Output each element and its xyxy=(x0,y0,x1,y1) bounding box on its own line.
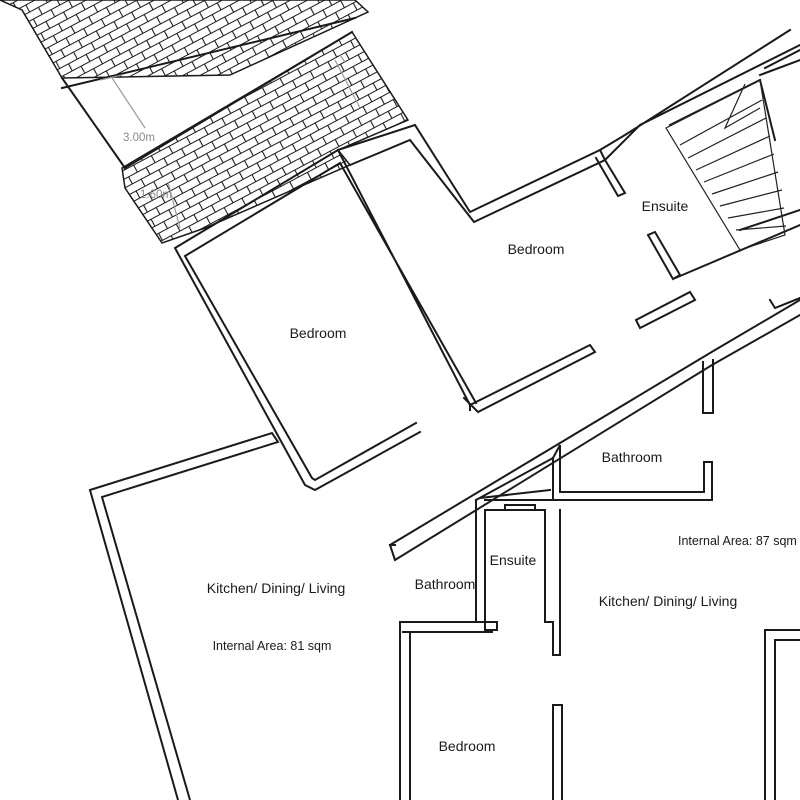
right-edge-room xyxy=(764,629,800,800)
bedroom-right-wall xyxy=(462,343,597,414)
lower-right-unit-walls xyxy=(399,444,800,800)
bathroom-top-wall xyxy=(551,444,713,501)
upper-outer-wall xyxy=(60,16,357,170)
room-label-ensuite-lower: Ensuite xyxy=(490,552,537,568)
party-wall-line xyxy=(388,298,800,562)
party-wall-pier xyxy=(702,359,714,414)
lower-left-unit-walls xyxy=(88,431,280,800)
dim-line-depth xyxy=(334,54,361,109)
bedroom-left-wall xyxy=(173,148,478,492)
room-labels: Bedroom Bedroom Ensuite Bathroom Bathroo… xyxy=(207,198,738,754)
ensuite-wall xyxy=(594,148,800,330)
room-label-kitchen-left: Kitchen/ Dining/ Living xyxy=(207,580,346,596)
staircase xyxy=(665,79,787,251)
room-label-bathroom-left: Bathroom xyxy=(415,576,476,592)
right-outer-wall xyxy=(668,48,800,310)
corridor-wall xyxy=(336,28,800,224)
dimension-width-label: 3.00m xyxy=(123,132,155,144)
area-label-right: Internal Area: 87 sqm xyxy=(678,534,797,548)
terrace-paving xyxy=(0,0,410,244)
area-labels: Internal Area: 81 sqm Internal Area: 87 … xyxy=(213,534,797,653)
dimension-markers: 3.00m 1.60m xyxy=(99,54,361,229)
bedroom-bottom-wall xyxy=(409,631,563,800)
area-label-left: Internal Area: 81 sqm xyxy=(213,639,332,653)
stair-outline xyxy=(665,79,786,251)
room-label-ensuite-upper: Ensuite xyxy=(642,198,689,214)
kitchen-left-outer xyxy=(88,431,280,800)
ensuite-walls xyxy=(399,499,561,800)
paving-top-strip xyxy=(0,0,370,79)
room-label-kitchen-right: Kitchen/ Dining/ Living xyxy=(599,593,738,609)
dimension-depth-label: 1.60m xyxy=(140,189,172,201)
dim-line-width xyxy=(99,74,146,129)
room-label-bedroom-right: Bedroom xyxy=(508,241,565,257)
upper-unit-walls xyxy=(60,16,800,492)
room-label-bedroom-bottom: Bedroom xyxy=(439,738,496,754)
room-label-bathroom-top: Bathroom xyxy=(602,449,663,465)
stair-niche xyxy=(474,456,555,511)
party-wall xyxy=(388,298,800,562)
room-label-bedroom-left: Bedroom xyxy=(290,325,347,341)
dim-line-vertical xyxy=(167,181,181,229)
stair-treads xyxy=(679,83,787,231)
